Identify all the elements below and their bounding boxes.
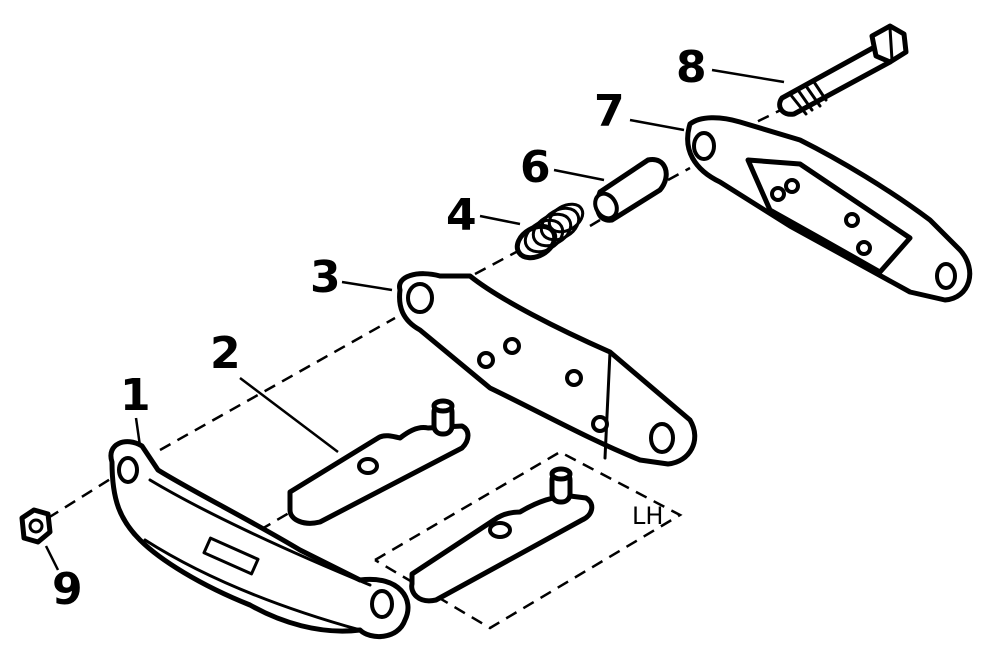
callout-8: 8 — [676, 42, 707, 93]
part-7-upper-plate — [685, 115, 973, 303]
part-4-spring — [514, 202, 585, 261]
leader-lines — [44, 68, 785, 571]
part-6-bushing — [593, 157, 669, 223]
callout-3: 3 — [310, 252, 341, 303]
part-3-long-plate — [397, 271, 698, 467]
part-1-lower-arm — [108, 439, 411, 640]
part-8-bolt — [777, 23, 909, 117]
part-9-hex-nut — [19, 507, 53, 545]
callout-9: 9 — [52, 564, 83, 615]
callout-7: 7 — [594, 86, 625, 137]
callout-1: 1 — [120, 370, 151, 421]
callout-4: 4 — [446, 190, 477, 241]
callout-2: 2 — [210, 328, 241, 379]
part-lh-pin-plate — [409, 466, 595, 604]
callout-6: 6 — [520, 142, 551, 193]
part-2-pin-plate — [287, 398, 471, 526]
side-label-lh: LH — [632, 502, 663, 530]
